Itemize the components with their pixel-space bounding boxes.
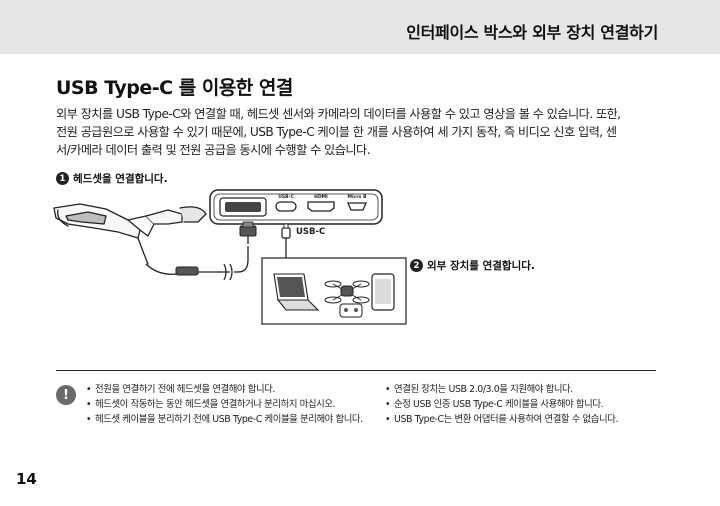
caution-notes-left: 전원을 연결하기 전에 헤드셋을 연결해야 합니다. 헤드셋이 작동하는 동안 … [86,382,366,427]
page-number: 14 [16,470,37,488]
intro-paragraph: 외부 장치를 USB Type-C와 연결할 때, 헤드셋 센서와 카메라의 데… [56,105,672,159]
controller-icon [339,303,363,318]
note-item: 헤드셋이 작동하는 동안 헤드셋을 연결하거나 분리하지 마십시오. [86,397,366,412]
note-item: 전원을 연결하기 전에 헤드셋을 연결해야 합니다. [86,382,366,397]
usb-c-port [275,201,297,212]
usb-c-cable-label: USB-C [296,227,325,237]
smartphone-icon [371,273,395,311]
port-label-usb-c: USB-C [278,194,294,200]
cable-break-mark [223,263,233,281]
laptop-icon [273,273,320,311]
step-label: 외부 장치를 연결합니다. [427,260,535,272]
chapter-title: 인터페이스 박스와 외부 장치 연결하기 [406,23,658,42]
usb-c-cable-icon [281,223,291,258]
drone-icon [324,280,370,304]
proprietary-port [225,202,261,212]
caution-notes-right: 연결된 장치는 USB 2.0/3.0을 지원해야 합니다. 순정 USB 인증… [385,382,655,427]
hdmi-port [307,201,335,212]
notes-divider [56,370,656,371]
cable-connector [175,266,199,276]
port-label-micro-b: Micro B [348,194,368,200]
external-devices-box [261,257,407,325]
intro-line: 외부 장치를 USB Type-C와 연결할 때, 헤드셋 센서와 카메라의 데… [56,107,621,121]
step-number-badge: 1 [56,172,69,185]
step-number-badge: 2 [410,259,423,272]
interface-box: USB-C HDMI Micro B [209,189,383,225]
header-band: 인터페이스 박스와 외부 장치 연결하기 [0,0,720,54]
step-2: 2 외부 장치를 연결합니다. [410,258,535,273]
note-item: USB Type-C는 변환 어댑터를 사용하여 연결할 수 없습니다. [385,412,655,427]
intro-line: 서/카메라 데이터 출력 및 전원 공급을 동시에 수행할 수 있습니다. [56,143,371,157]
micro-b-port [347,202,367,211]
note-item: 연결된 장치는 USB 2.0/3.0을 지원해야 합니다. [385,382,655,397]
note-item: 순정 USB 인증 USB Type-C 케이블을 사용해야 합니다. [385,397,655,412]
port-label-hdmi: HDMI [314,194,328,200]
step-label: 헤드셋을 연결합니다. [73,173,168,185]
headset-icon [53,203,207,265]
caution-icon: ! [56,385,76,405]
intro-line: 전원 공급원으로 사용할 수 있기 때문에, USB Type-C 케이블 한 … [56,125,617,139]
step-1: 1 헤드셋을 연결합니다. [56,171,168,186]
section-heading: USB Type-C 를 이용한 연결 [56,77,293,99]
headset-plug-icon [239,221,257,244]
note-item: 헤드셋 케이블을 분리하기 전에 USB Type-C 케이블을 분리해야 합니… [86,412,366,427]
connection-diagram: USB-C HDMI Micro B USB-C [53,189,407,325]
